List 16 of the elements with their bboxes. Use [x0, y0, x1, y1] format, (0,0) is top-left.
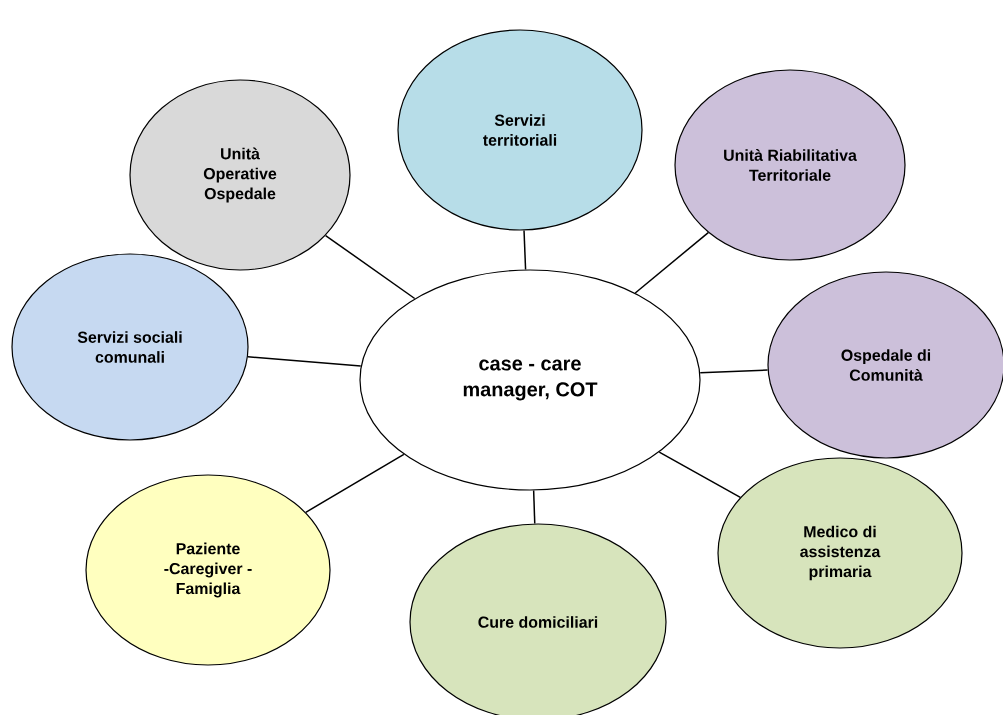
connector-line: [699, 369, 769, 374]
connector-line: [634, 231, 709, 294]
ellipse-node: Servizi sociali comunali: [11, 253, 249, 441]
connector-line: [523, 229, 527, 271]
ellipse-node: Ospedale di Comunità: [767, 271, 1003, 459]
connector-line: [658, 451, 742, 499]
connector-line: [247, 355, 362, 367]
ellipse-node: Cure domiciliari: [409, 523, 667, 715]
ellipse-node: Unità Operative Ospedale: [129, 79, 351, 271]
connector-line: [532, 489, 536, 525]
ellipse-node: Medico di assistenza primaria: [717, 457, 963, 649]
ellipse-node: Unità Riabilitativa Territoriale: [674, 69, 906, 261]
ellipse-node: Paziente -Caregiver - Famiglia: [85, 474, 331, 666]
connector-line: [305, 453, 405, 514]
connector-line: [324, 234, 416, 300]
ellipse-node: Servizi territoriali: [397, 29, 643, 231]
